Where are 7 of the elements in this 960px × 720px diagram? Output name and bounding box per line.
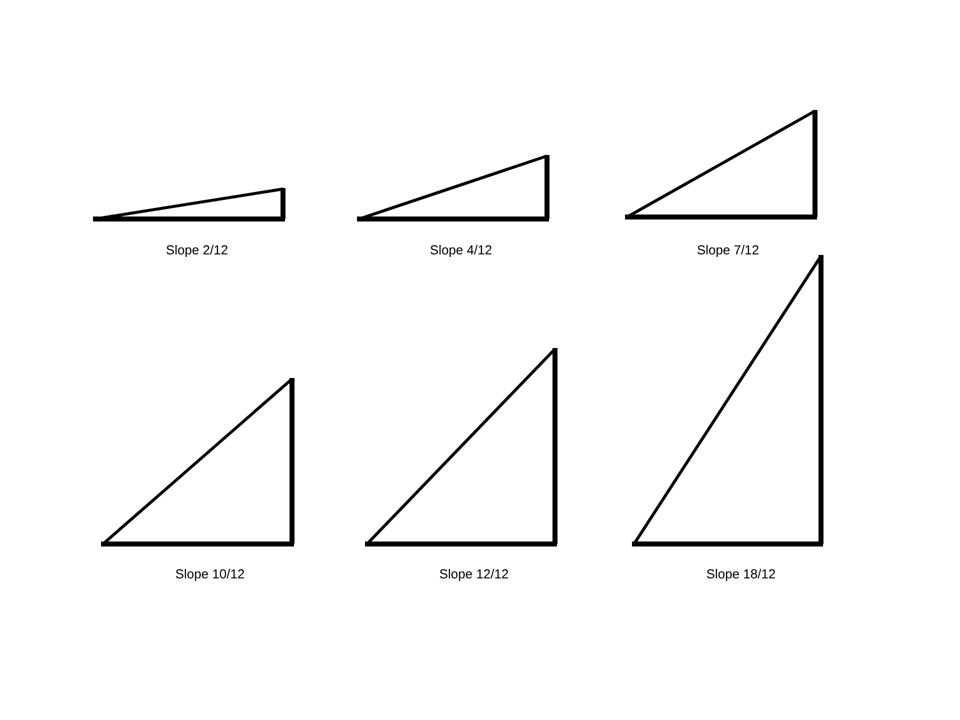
triangle-drawing xyxy=(625,110,818,220)
triangle-drawing xyxy=(632,255,824,546)
triangle-drawing xyxy=(101,378,294,546)
triangle-drawing xyxy=(357,154,550,222)
triangle-drawing xyxy=(93,188,286,222)
slope-label: Slope 7/12 xyxy=(698,244,758,258)
triangle-drawing xyxy=(365,348,558,546)
